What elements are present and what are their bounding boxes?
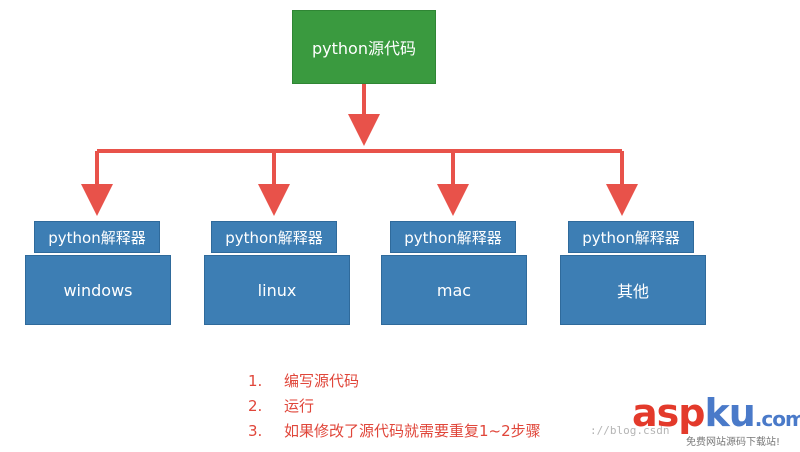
logo-asp: asp [632, 391, 705, 435]
step-text: 运行 [284, 397, 315, 415]
step-number: 1. [248, 371, 263, 390]
platform-box-other: 其他 [560, 255, 706, 325]
step-text: 编写源代码 [284, 372, 360, 390]
source-code-box: python源代码 [292, 10, 436, 84]
platform-box-windows: windows [25, 255, 171, 325]
step-item: 3. 如果修改了源代码就需要重复1~2步骤 [248, 418, 541, 443]
platform-box-mac: mac [381, 255, 527, 325]
logo-tagline: 免费网站源码下载站! [686, 437, 781, 448]
interpreter-box-linux: python解释器 [211, 221, 337, 253]
platform-box-linux: linux [204, 255, 350, 325]
step-item: 1. 编写源代码 [248, 368, 541, 393]
interpreter-box-other: python解释器 [568, 221, 694, 253]
step-number: 3. [248, 421, 263, 440]
step-number: 2. [248, 396, 263, 415]
step-item: 2. 运行 [248, 393, 541, 418]
logo-ku: ku [704, 391, 755, 435]
interpreter-box-mac: python解释器 [390, 221, 516, 253]
site-logo: aspku.com [632, 394, 800, 438]
step-text: 如果修改了源代码就需要重复1~2步骤 [284, 422, 541, 440]
steps-list: 1. 编写源代码 2. 运行 3. 如果修改了源代码就需要重复1~2步骤 [248, 368, 541, 443]
logo-com: .com [754, 407, 800, 431]
watermark-text: ://blog.csdn [590, 424, 670, 437]
interpreter-box-windows: python解释器 [34, 221, 160, 253]
